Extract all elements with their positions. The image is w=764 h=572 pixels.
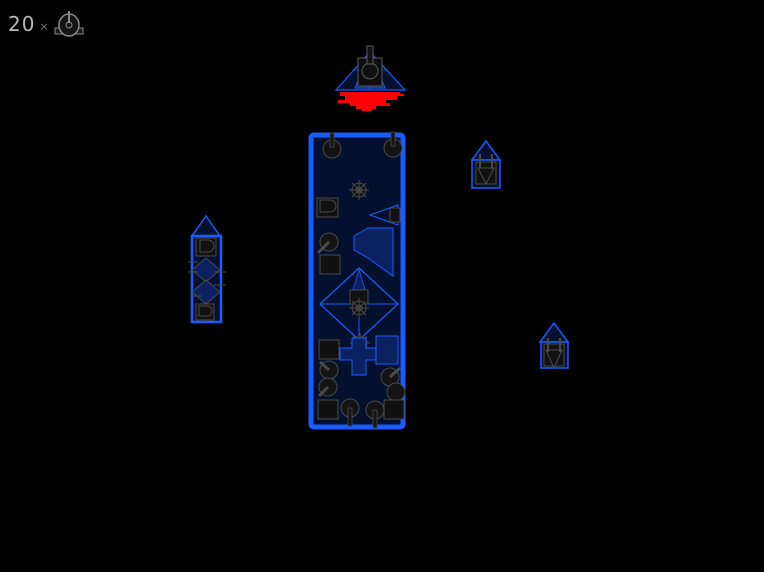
scout-drone-upper[interactable] — [470, 139, 502, 189]
hud-ship-counter: 20 × — [8, 10, 85, 38]
capital-turret-front-right[interactable] — [383, 131, 403, 158]
player-capital-ship[interactable] — [308, 131, 406, 430]
gear-module-icon — [349, 180, 369, 200]
enemy-fighter-damaged[interactable] — [334, 45, 407, 111]
scout-drone-lower[interactable] — [538, 321, 570, 370]
multiplier-symbol: × — [39, 19, 49, 33]
escort-frigate[interactable] — [188, 214, 226, 324]
damage-fire-effect — [338, 92, 404, 111]
capital-turret-front-left[interactable] — [322, 132, 342, 159]
remaining-ships-count: 20 — [8, 12, 36, 36]
turret-ship-icon — [54, 11, 84, 37]
gear-module-icon — [349, 298, 369, 318]
